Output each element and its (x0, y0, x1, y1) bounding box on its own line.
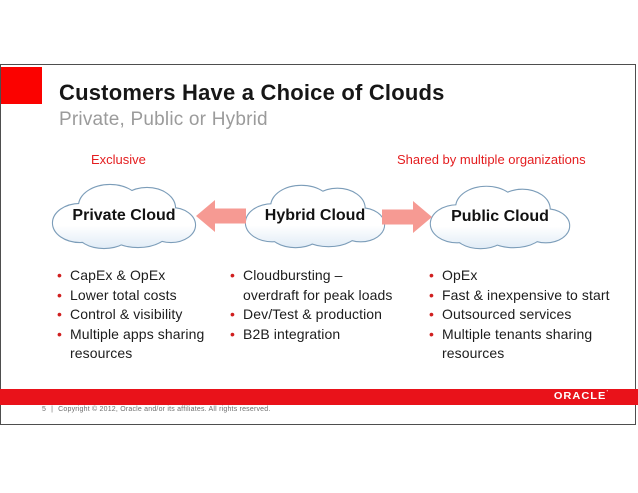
private-cloud-shape: Private Cloud (50, 177, 198, 254)
bullet-item: Outsourced services (429, 305, 621, 325)
bullet-list: CapEx & OpExLower total costsControl & v… (57, 266, 215, 364)
zone-label-shared: Shared by multiple organizations (397, 152, 586, 167)
arrow-right-icon (382, 201, 432, 233)
bullet-item: CapEx & OpEx (57, 266, 215, 286)
red-accent-square (1, 67, 42, 104)
bullet-item: Cloudbursting – overdraft for peak loads (230, 266, 402, 305)
oracle-logo: ORACLE’ (554, 390, 608, 401)
cloud-icon (51, 183, 197, 250)
footer-copyright: 5 | Copyright © 2012, Oracle and/or its af… (42, 406, 271, 413)
copyright-text: Copyright © 2012, Oracle and/or its affi… (58, 406, 271, 413)
public-cloud-bullets: OpExFast & inexpensive to startOutsource… (429, 266, 621, 364)
bullet-item: B2B integration (230, 325, 402, 345)
hybrid-cloud-bullets: Cloudbursting – overdraft for peak loads… (230, 266, 402, 344)
bullet-item: OpEx (429, 266, 621, 286)
bullet-item: Dev/Test & production (230, 305, 402, 325)
public-cloud-shape: Public Cloud (426, 179, 574, 254)
public-cloud-label: Public Cloud (451, 207, 549, 225)
cloud-icon (429, 185, 571, 250)
private-cloud-label: Private Cloud (72, 206, 176, 224)
bullet-item: Control & visibility (57, 305, 215, 325)
bullet-item: Fast & inexpensive to start (429, 286, 621, 306)
hybrid-cloud-label: Hybrid Cloud (264, 206, 366, 224)
private-cloud-bullets: CapEx & OpExLower total costsControl & v… (57, 266, 215, 364)
hybrid-cloud-shape: Hybrid Cloud (243, 177, 387, 254)
slide-title: Customers Have a Choice of Clouds (59, 80, 445, 105)
bullet-list: Cloudbursting – overdraft for peak loads… (230, 266, 402, 344)
bullet-item: Multiple apps sharing resources (57, 325, 215, 364)
cloud-icon (244, 184, 386, 249)
footer-separator: | (51, 406, 54, 413)
bullet-item: Multiple tenants sharing resources (429, 325, 621, 364)
bullet-list: OpExFast & inexpensive to startOutsource… (429, 266, 621, 364)
oracle-logo-text: ORACLE (553, 390, 607, 402)
footer-red-band: ORACLE’ (0, 389, 638, 405)
page-number: 5 (42, 406, 47, 413)
bullet-item: Lower total costs (57, 286, 215, 306)
trademark-mark: ’ (606, 390, 608, 396)
slide-subtitle: Private, Public or Hybrid (59, 109, 268, 130)
arrow-left-icon (196, 200, 246, 232)
zone-label-exclusive: Exclusive (91, 152, 146, 167)
